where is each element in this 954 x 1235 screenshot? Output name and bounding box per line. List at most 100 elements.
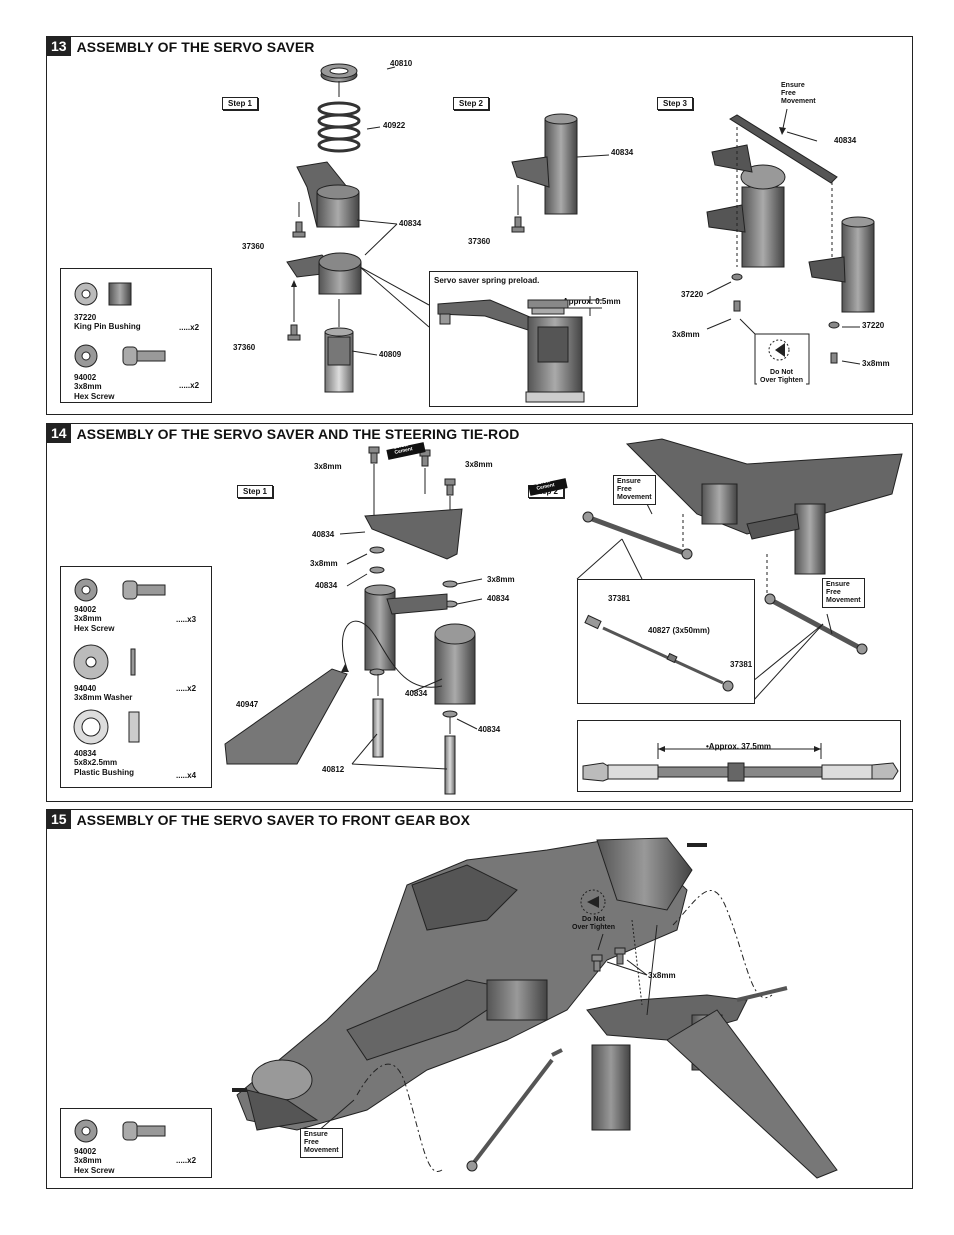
tie-rod-15-b — [466, 1048, 563, 1172]
part-94002-qty: .....x2 — [179, 381, 200, 390]
label-37220-a: 37220 — [681, 290, 704, 299]
servo-saver-exploded-diagram — [286, 63, 875, 393]
step-3-tag: Step 3 — [657, 97, 694, 110]
label-37360-b: 37360 — [233, 343, 256, 352]
washer-icon — [74, 282, 98, 306]
part-94040-qty: .....x2 — [176, 684, 197, 693]
servo-arm-lower — [286, 252, 362, 295]
post-40809 — [324, 327, 354, 393]
label-40834-c: 40834 — [834, 136, 857, 145]
parts-box-14: 94002 3x8mm Hex Screw .....x3 94040 3x8m… — [60, 566, 212, 788]
washer-icon — [73, 644, 136, 680]
part-94002-name: 3x8mm Hex Screw — [74, 382, 115, 401]
screw-icons-step1 — [287, 221, 306, 341]
part-94002-qty: .....x3 — [176, 615, 197, 624]
tie-rod-inset-drawing — [584, 614, 734, 692]
part-94002-qty: .....x2 — [176, 1156, 197, 1165]
tie-link — [386, 593, 448, 615]
label-37381-b: 37381 — [730, 660, 753, 669]
section-13: 13 ASSEMBLY OF THE SERVO SAVER Step 1 St… — [46, 36, 913, 415]
step-2-tag: Step 2 — [453, 97, 490, 110]
ensure-free-movement-note-b: Ensure Free Movement — [822, 578, 865, 608]
section-15: 15 ASSEMBLY OF THE SERVO SAVER TO FRONT … — [46, 809, 913, 1189]
tie-bar-step3 — [729, 114, 838, 184]
label-37220-b: 37220 — [862, 321, 885, 330]
label-3x8mm-d: 3x8mm — [487, 575, 515, 584]
label-40834-a: 40834 — [399, 219, 422, 228]
ensure-free-movement-note: Ensure Free Movement — [778, 80, 819, 108]
servo-post-left — [364, 584, 396, 671]
label-3x8mm-a: 3x8mm — [672, 330, 700, 339]
part-94002-code: 94002 — [74, 605, 97, 614]
label-40834-c: 40834 — [487, 594, 510, 603]
part-37220-name: King Pin Bushing — [74, 322, 141, 331]
label-3x8mm-b: 3x8mm — [465, 460, 493, 469]
part-94002-code: 94002 — [74, 373, 97, 382]
label-40812: 40812 — [322, 765, 345, 774]
nut-icon — [74, 344, 98, 368]
parts-icons-15 — [74, 1119, 166, 1143]
part-94002-name: 3x8mm Hex Screw — [74, 614, 115, 633]
section-13-heading: 13 ASSEMBLY OF THE SERVO SAVER — [47, 37, 314, 56]
label-3x8mm: 3x8mm — [648, 971, 676, 980]
label-40827: 40827 (3x50mm) — [648, 626, 710, 635]
steering-plate — [364, 508, 463, 560]
label-3x8mm-b: 3x8mm — [862, 359, 890, 368]
parts-box-13: 37220 King Pin Bushing .....x2 94002 3x8… — [60, 268, 212, 403]
label-3x8mm-a: 3x8mm — [314, 462, 342, 471]
tie-rod-exploded-diagram — [224, 438, 903, 795]
servo-arm-upper — [296, 161, 360, 228]
part-94002-code: 94002 — [74, 1147, 97, 1156]
label-40834-a: 40834 — [312, 530, 335, 539]
tie-rod-length-dimension: •Approx. 37.5mm — [706, 742, 772, 751]
section-title: ASSEMBLY OF THE SERVO SAVER AND THE STEE… — [76, 425, 520, 442]
label-40834-e: 40834 — [478, 725, 501, 734]
plastic-bushing-icon — [73, 709, 140, 745]
chassis-assembly-diagram — [232, 837, 838, 1179]
nut-icon — [74, 1119, 98, 1143]
part-40834-qty: .....x4 — [176, 771, 197, 780]
spring-preload-inset: Servo saver spring preload. •Approx. 0.5… — [429, 271, 638, 407]
label-40834-b: 40834 — [315, 581, 338, 590]
section-14-heading: 14 ASSEMBLY OF THE SERVO SAVER AND THE S… — [47, 424, 519, 443]
bracket-40947 — [224, 668, 348, 765]
tie-rod-length-drawing — [582, 743, 899, 782]
part-40834-name: 5x8x2.5mm Plastic Bushing — [74, 758, 135, 777]
step-1-tag: Step 1 — [237, 485, 274, 498]
tie-rod-lower — [764, 593, 868, 655]
label-40834-b: 40834 — [611, 148, 634, 157]
do-not-over-tighten-note: Do Not Over Tighten — [572, 916, 616, 931]
section-title: ASSEMBLY OF THE SERVO SAVER TO FRONT GEA… — [76, 811, 471, 828]
part-94040-name: 3x8mm Washer — [74, 693, 133, 702]
section-14: 14 ASSEMBLY OF THE SERVO SAVER AND THE S… — [46, 423, 913, 802]
part-37220-code: 37220 — [74, 313, 97, 322]
label-40922: 40922 — [383, 121, 406, 130]
section-number: 15 — [47, 810, 71, 829]
label-3x8mm-c: 3x8mm — [310, 559, 338, 568]
ensure-free-movement-note: Ensure Free Movement — [300, 1128, 343, 1158]
label-40809: 40809 — [379, 350, 402, 359]
hex-screw-icon — [122, 346, 166, 366]
inset-title: Servo saver spring preload. — [434, 276, 540, 285]
hex-screw-icon — [122, 580, 166, 600]
servo-post-right — [434, 623, 476, 705]
section-number: 13 — [47, 37, 71, 56]
section-title: ASSEMBLY OF THE SERVO SAVER — [76, 38, 315, 55]
tie-rod-inset: 37381 40827 (3x50mm) 37381 — [577, 579, 755, 704]
part-37220-qty: .....x2 — [179, 323, 200, 332]
part-94040-code: 94040 — [74, 684, 97, 693]
label-40834-d: 40834 — [405, 689, 428, 698]
ensure-free-movement-note-a: Ensure Free Movement — [613, 475, 656, 505]
screws-15 — [591, 947, 626, 972]
hex-screw-icon — [122, 1121, 166, 1141]
servo-saver-assembly-15 — [586, 919, 838, 1179]
section-15-heading: 15 ASSEMBLY OF THE SERVO SAVER TO FRONT … — [47, 810, 470, 829]
parts-icons-13 — [74, 282, 166, 368]
section-number: 14 — [47, 424, 71, 443]
part-40834-code: 40834 — [74, 749, 97, 758]
nut-icon — [74, 578, 98, 602]
bushing-icon — [108, 282, 132, 306]
do-not-over-tighten-note: Do Not Over Tighten — [757, 367, 807, 387]
front-arm-assembly — [625, 438, 903, 575]
nut-40810 — [320, 63, 358, 83]
